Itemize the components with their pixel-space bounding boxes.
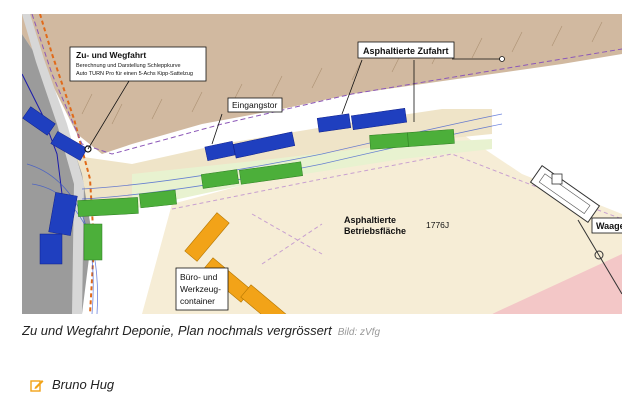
access-title: Zu- und Wegfahrt: [76, 50, 146, 60]
office-label-2: Werkzeug-: [180, 284, 221, 294]
access-subtitle-1: Berechnung und Darstellung Schleppkurve: [76, 63, 181, 69]
access-info-box: Zu- und Wegfahrt Berechnung und Darstell…: [69, 46, 207, 82]
gate-label-box: Eingangstor: [227, 97, 283, 113]
author-name: Bruno Hug: [52, 377, 115, 392]
blue-trucks: [22, 106, 407, 265]
site-plan-map: Zu- und Wegfahrt Berechnung und Darstell…: [22, 14, 622, 314]
edit-pen-icon: [30, 379, 44, 392]
scale-structure: [529, 165, 622, 295]
asphalt-operating-area: [142, 134, 622, 314]
truck-green: [200, 169, 240, 189]
green-path-band: [132, 139, 492, 209]
inner-boundary: [171, 153, 622, 220]
property-boundary: [31, 14, 622, 155]
asphalt-access-label-box: Asphaltierte Zufahrt: [357, 41, 455, 59]
caption-text: Zu und Wegfahrt Deponie, Plan nochmals v…: [22, 323, 332, 338]
office-label-box: Büro- und Werkzeug- container: [175, 267, 229, 311]
road-lane: [22, 14, 84, 314]
leader-lines: [87, 56, 505, 150]
swept-path-line: [22, 73, 63, 195]
asphalt-access-label: Asphaltierte Zufahrt: [363, 46, 449, 56]
truck-blue: [204, 140, 236, 162]
truck-blue: [48, 192, 78, 236]
operating-area-label-1: Asphaltierte: [344, 215, 396, 225]
image-credit: Bild: zVfg: [337, 327, 381, 338]
access-subtitle-2: Auto TURN Pro für einen 5-Achs Kipp-Satt…: [76, 71, 193, 77]
truck-green: [407, 129, 455, 147]
gate-label: Eingangstor: [232, 100, 278, 110]
truck-blue: [50, 131, 88, 161]
truck-blue: [316, 113, 352, 133]
scale-label-box: Waage: [591, 217, 622, 234]
truck-green: [83, 223, 103, 261]
truck-blue: [232, 131, 296, 159]
truck-blue: [22, 106, 56, 136]
scale-label: Waage: [596, 221, 622, 231]
green-trucks: [77, 129, 455, 261]
image-caption: Zu und Wegfahrt Deponie, Plan nochmals v…: [22, 323, 622, 338]
operating-area-label-2: Betriebsfläche: [344, 226, 406, 236]
office-label-1: Büro- und: [180, 272, 218, 282]
truck-green: [139, 189, 177, 209]
truck-green: [239, 161, 303, 185]
site-plan-image: Zu- und Wegfahrt Berechnung und Darstell…: [22, 14, 622, 314]
truck-green: [369, 132, 409, 150]
office-label-3: container: [180, 296, 215, 306]
container: [240, 284, 290, 314]
area-code: 1776J: [426, 220, 449, 230]
diagonal-line-2: [261, 223, 323, 265]
container: [184, 212, 230, 262]
truck-blue: [351, 108, 407, 130]
truck-blue: [39, 233, 63, 265]
truck-green: [77, 197, 139, 217]
operating-area-label: Asphaltierte Betriebsfläche 1776J: [344, 215, 449, 236]
author-link[interactable]: Bruno Hug: [30, 377, 114, 392]
